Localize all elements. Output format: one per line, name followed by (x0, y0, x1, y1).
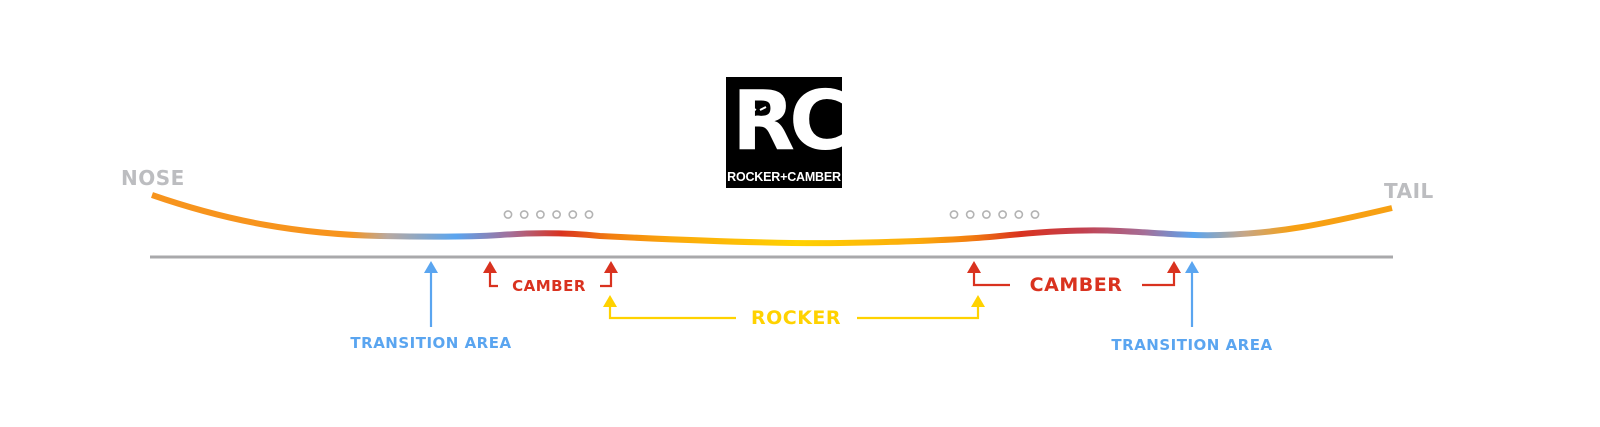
insert-dot (1030, 210, 1040, 219)
rocker-label: ROCKER (751, 307, 841, 329)
board-profile-curve (151, 192, 1393, 247)
insert-dot (536, 210, 545, 219)
insert-dot (519, 210, 529, 219)
logo-monogram: RC (732, 74, 849, 169)
pirate-head-icon (736, 86, 780, 147)
tail-label: TAIL (1384, 179, 1434, 203)
transition-left-label: TRANSITION AREA (350, 334, 511, 352)
insert-dot (503, 210, 513, 219)
rocker-camber-logo: RC ROCKER+CAMBER (726, 74, 849, 188)
transition-right-arrow (1185, 261, 1199, 327)
insert-dot (568, 210, 578, 219)
insert-dot (949, 210, 959, 219)
transition-left-arrow (424, 261, 438, 327)
camber-left-bracket (483, 261, 618, 288)
camber-left-label: CAMBER (512, 277, 586, 295)
insert-dot (982, 210, 991, 219)
logo-wordmark: ROCKER+CAMBER (727, 170, 841, 184)
front-binding-inserts (503, 210, 594, 219)
camber-right-bracket (967, 261, 1181, 287)
insert-dot (965, 210, 975, 219)
insert-dot (998, 210, 1007, 219)
nose-label: NOSE (121, 166, 185, 190)
insert-dot (552, 210, 561, 219)
transition-right-label: TRANSITION AREA (1111, 336, 1272, 354)
rear-binding-inserts (949, 210, 1040, 219)
camber-right-label: CAMBER (1030, 274, 1123, 296)
insert-dot (584, 210, 594, 219)
rocker-bracket (603, 295, 985, 320)
insert-dot (1014, 210, 1024, 219)
